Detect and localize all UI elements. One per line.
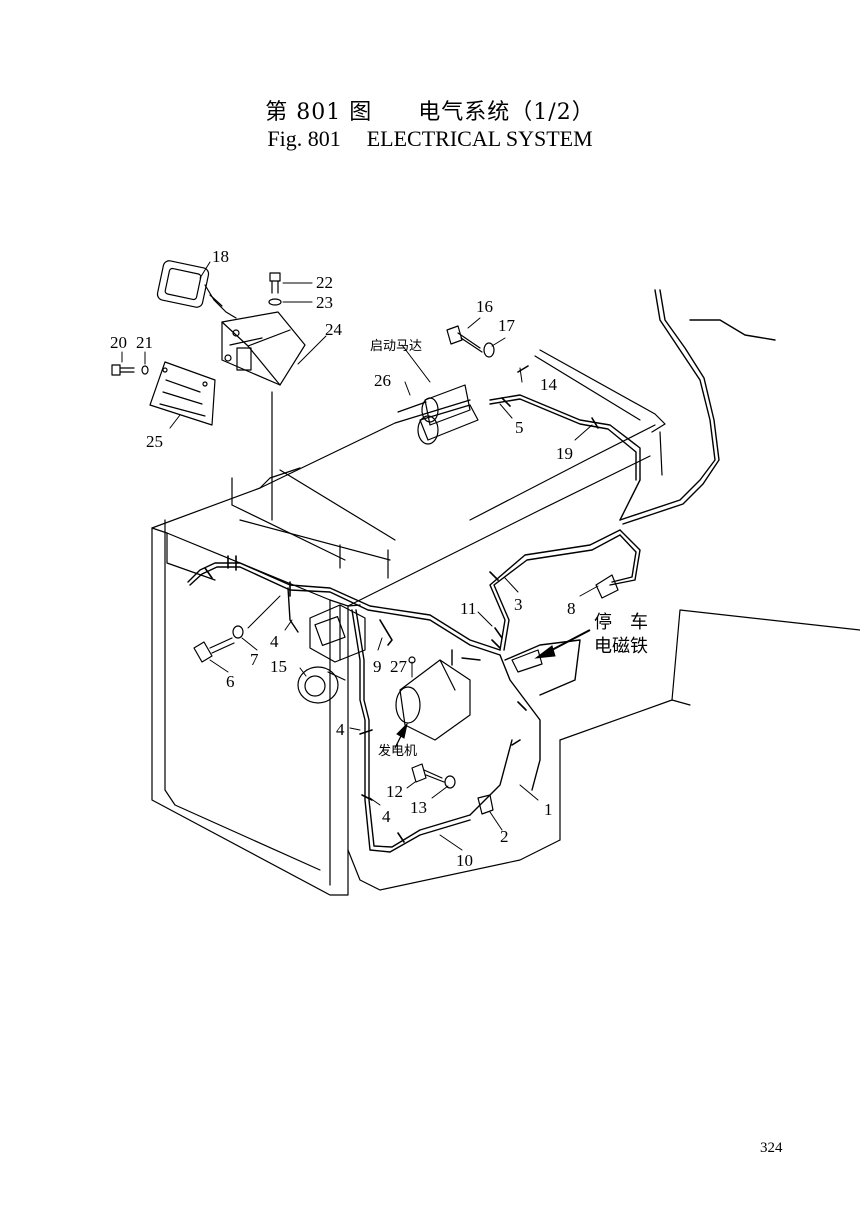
callout-4c: 4 bbox=[382, 807, 391, 826]
callout-1: 1 bbox=[544, 800, 553, 819]
sensor-8 bbox=[595, 574, 619, 599]
horn bbox=[297, 666, 346, 704]
stop-solenoid-label-2: 电磁铁 bbox=[594, 636, 648, 657]
bolt-16 bbox=[446, 325, 495, 358]
bolt-6 bbox=[193, 625, 244, 663]
callout-9: 9 bbox=[373, 657, 382, 676]
figure-name-cn: 电气系统（1/2） bbox=[418, 100, 595, 125]
callout-23: 23 bbox=[316, 293, 333, 312]
callout-2: 2 bbox=[500, 827, 509, 846]
figure-name-en: ELECTRICAL SYSTEM bbox=[366, 126, 593, 151]
starter-motor-label: 启动马达 bbox=[370, 339, 422, 354]
callout-7: 7 bbox=[250, 650, 259, 669]
machine-frame bbox=[151, 349, 860, 896]
callout-19: 19 bbox=[556, 444, 573, 463]
callout-15: 15 bbox=[270, 657, 287, 676]
callout-17: 17 bbox=[498, 316, 516, 335]
lamp-bracket bbox=[221, 311, 306, 386]
callout-11: 11 bbox=[460, 599, 476, 618]
wire-harness bbox=[187, 289, 776, 853]
callout-4b: 4 bbox=[336, 720, 345, 739]
callout-14: 14 bbox=[540, 375, 558, 394]
mounting-plate bbox=[149, 361, 216, 426]
callout-27: 27 bbox=[390, 657, 408, 676]
bolt-12 bbox=[411, 763, 494, 815]
stop-solenoid-label-1: 停 车 bbox=[594, 612, 648, 633]
callout-3: 3 bbox=[514, 595, 523, 614]
pointer-arrows bbox=[394, 629, 591, 749]
callout-20: 20 bbox=[110, 333, 127, 352]
callout-6: 6 bbox=[226, 672, 235, 691]
callout-25: 25 bbox=[146, 432, 163, 451]
figure-title-chinese: 第 801 图 电气系统（1/2） bbox=[0, 94, 860, 126]
figure-number-cn: 第 801 图 bbox=[265, 100, 373, 125]
callout-10: 10 bbox=[456, 851, 473, 870]
generator bbox=[395, 656, 471, 741]
callout-12: 12 bbox=[386, 782, 403, 801]
clamps bbox=[204, 365, 599, 843]
callout-8: 8 bbox=[567, 599, 576, 618]
callout-4a: 4 bbox=[270, 632, 279, 651]
figure-title-english: Fig. 801 ELECTRICAL SYSTEM bbox=[0, 126, 860, 152]
page-number: 324 bbox=[760, 1140, 783, 1156]
callout-18: 18 bbox=[212, 247, 229, 266]
figure-number-en: Fig. 801 bbox=[267, 126, 341, 151]
callout-22: 22 bbox=[316, 273, 333, 292]
bolt-20 bbox=[111, 364, 149, 376]
callout-13: 13 bbox=[410, 798, 427, 817]
regulator bbox=[309, 604, 366, 663]
generator-label: 发电机 bbox=[378, 743, 417, 759]
bolt-22 bbox=[268, 272, 282, 306]
work-lamp bbox=[156, 260, 237, 319]
callout-16: 16 bbox=[476, 297, 493, 316]
stop-solenoid-connector bbox=[511, 649, 543, 673]
starter-motor bbox=[397, 384, 479, 445]
callout-26: 26 bbox=[374, 371, 391, 390]
leader-lines bbox=[121, 261, 599, 851]
callout-21: 21 bbox=[136, 333, 153, 352]
callout-5: 5 bbox=[515, 418, 524, 437]
callout-24: 24 bbox=[325, 320, 343, 339]
